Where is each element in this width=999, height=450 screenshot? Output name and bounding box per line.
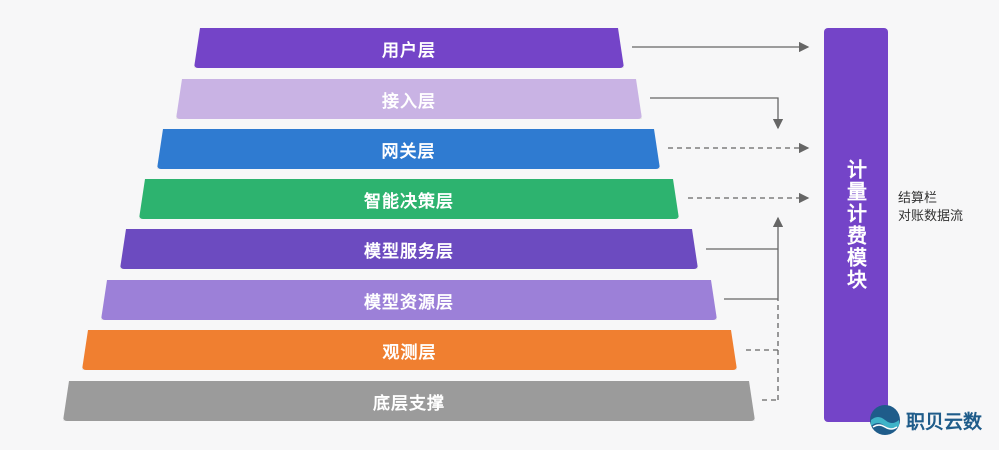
layer-label: 底层支撑 — [373, 393, 445, 414]
flow-label-line1: 结算栏 — [898, 191, 938, 206]
brand-name: 职贝云数 — [906, 410, 983, 433]
billing-module-label: 计量计费模块 — [843, 159, 868, 291]
layer-access: 接入层 — [176, 79, 642, 119]
layer-label: 智能决策层 — [364, 191, 454, 212]
arrow-access-layer — [650, 97, 784, 130]
brand-logo: 职贝云数 — [868, 403, 982, 437]
layer-user: 用户层 — [194, 28, 624, 68]
layer-label: 网关层 — [381, 141, 436, 162]
wave-globe-icon — [870, 405, 900, 435]
layer-infrastructure: 底层支撑 — [63, 381, 755, 421]
layer-label: 模型服务层 — [364, 241, 454, 262]
layer-label: 观测层 — [382, 342, 437, 363]
layer-intelligent-decision: 智能决策层 — [139, 179, 679, 219]
layer-label: 用户层 — [382, 40, 436, 61]
layer-gateway: 网关层 — [157, 129, 660, 169]
layer-observability: 观测层 — [82, 330, 737, 370]
layer-model-service: 模型服务层 — [120, 229, 698, 269]
billing-module: 计量计费模块 — [824, 28, 888, 422]
layer-label: 模型资源层 — [364, 292, 454, 313]
layer-model-resource: 模型资源层 — [101, 280, 717, 320]
flow-label-line2: 对账数据流 — [898, 209, 964, 224]
layer-label: 接入层 — [382, 91, 436, 112]
flow-label: 结算栏 对账数据流 — [898, 190, 963, 226]
